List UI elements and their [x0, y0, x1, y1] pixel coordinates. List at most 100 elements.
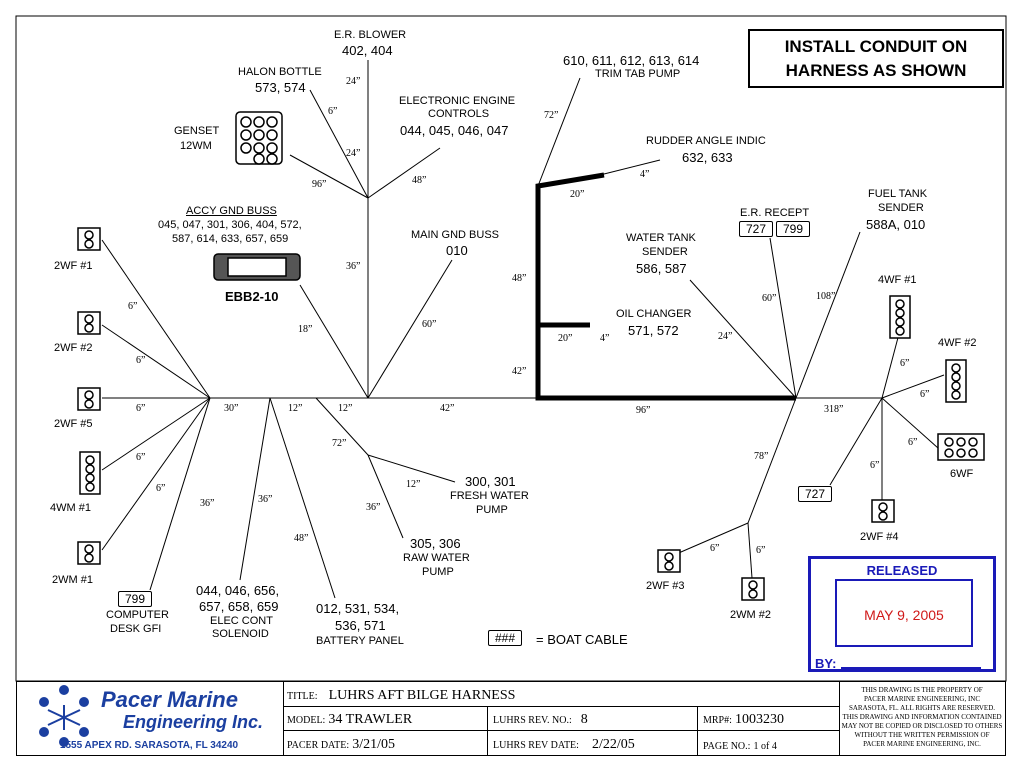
company-address: 1555 APEX RD. SARASOTA, FL 34240 [59, 740, 239, 751]
len: 42” [440, 403, 455, 414]
property-line: THIS DRAWING IS THE PROPERTY OF [861, 686, 983, 694]
eec-label-2: CONTROLS [428, 108, 490, 120]
fuel-label-2: SENDER [878, 202, 924, 214]
oil-pins: 571, 572 [628, 323, 679, 338]
model-label: MODEL: [287, 715, 326, 726]
len: 318” [824, 404, 844, 415]
len: 6” [920, 389, 930, 400]
len: 12” [406, 479, 421, 490]
len: 42” [512, 366, 527, 377]
len: 20” [558, 333, 573, 344]
property-line: THIS DRAWING AND INFORMATION CONTAINED [842, 713, 1002, 721]
tb-divider [697, 706, 698, 755]
oil-label: OIL CHANGER [616, 308, 692, 320]
trim-pins: 610, 611, 612, 613, 614 [563, 53, 700, 68]
accy-line-1: 045, 047, 301, 306, 404, 572, [158, 219, 302, 231]
conn-2wm1: 2WM #1 [52, 574, 93, 586]
fuel-pins: 588A, 010 [866, 217, 926, 232]
mrp-label: MRP#: [703, 715, 732, 726]
page-value: 1 of 4 [753, 741, 777, 752]
tb-divider [839, 682, 840, 755]
conn-4wf1: 4WF #1 [878, 274, 917, 286]
len: 78” [754, 451, 769, 462]
pdate-label: PACER DATE: [287, 740, 350, 751]
connector-shapes [77, 111, 985, 601]
len: 6” [908, 437, 918, 448]
len: 4” [600, 333, 610, 344]
genset-pins: 12WM [180, 140, 212, 152]
computer-label-1: COMPUTER [106, 609, 169, 621]
rev-label: LUHRS REV. NO.: [493, 715, 572, 726]
len: 6” [900, 358, 910, 369]
conn-2wf3: 2WF #3 [646, 580, 685, 592]
model-value: 34 TRAWLER [328, 712, 413, 727]
install-note: INSTALL CONDUIT ON HARNESS AS SHOWN [748, 29, 1004, 88]
tb-divider [487, 706, 488, 755]
raw-label-2: PUMP [422, 566, 454, 578]
er-recept-label: E.R. RECEPT [740, 207, 810, 219]
conn-727-box: 727 [798, 486, 833, 502]
len: 72” [544, 110, 559, 121]
conn-2wf2: 2WF #2 [54, 342, 93, 354]
len: 6” [136, 452, 146, 463]
len: 6” [328, 106, 338, 117]
main-gnd-pins: 010 [446, 243, 468, 258]
boat-cable-box: ### [488, 630, 523, 646]
property-line: WITHOUT THE WRITTEN PERMISSION OF [854, 731, 990, 739]
eec-pins: 044, 045, 046, 047 [400, 123, 509, 138]
released-header: RELEASED [866, 563, 938, 578]
rev-value: 8 [580, 712, 588, 727]
pacer-logo [39, 685, 89, 747]
len: 6” [136, 403, 146, 414]
rdate-label: LUHRS REV DATE: [493, 740, 579, 751]
er-blower-pins: 402, 404 [342, 43, 393, 58]
len: 6” [710, 543, 720, 554]
len: 96” [636, 405, 651, 416]
conn-4wm1: 4WM #1 [50, 502, 91, 514]
boat-cable-text: = BOAT CABLE [536, 632, 628, 647]
raw-label-1: RAW WATER [403, 552, 470, 564]
released-by-label: BY: [815, 656, 837, 671]
conn-2wf5: 2WF #5 [54, 418, 93, 430]
property-line: MAY NOT BE COPIED OR DISCLOSED TO OTHERS [841, 722, 1003, 730]
note-line-1: INSTALL CONDUIT ON [784, 37, 968, 56]
len: 4” [640, 169, 650, 180]
company-name-2: Engineering Inc. [123, 712, 264, 732]
rudder-pins: 632, 633 [682, 150, 733, 165]
title-block: TITLE: LUHRS AFT BILGE HARNESS MODEL: 34… [16, 681, 1006, 756]
len: 48” [512, 273, 527, 284]
conn-4wf2: 4WF #2 [938, 337, 977, 349]
len: 12” [338, 403, 353, 414]
title-label: TITLE: [287, 691, 318, 702]
rdate-value: 2/22/05 [592, 737, 635, 752]
len: 24” [346, 76, 361, 87]
battery-line-1: 012, 531, 534, [316, 601, 400, 616]
len: 72” [332, 438, 347, 449]
fuel-label-1: FUEL TANK [868, 188, 928, 200]
trim-label: TRIM TAB PUMP [595, 68, 681, 80]
len: 6” [870, 460, 880, 471]
pdate-value: 3/21/05 [352, 737, 395, 752]
company-name-1: Pacer Marine [101, 687, 238, 712]
property-note: THIS DRAWING IS THE PROPERTY OF PACER MA… [838, 686, 1006, 749]
len: 60” [422, 319, 437, 330]
water-label-2: SENDER [642, 246, 688, 258]
fresh-label-2: PUMP [476, 504, 508, 516]
company-block: Pacer Marine Engineering Inc. 1555 APEX … [16, 681, 282, 756]
released-stamp: RELEASED MAY 9, 2005 BY: [808, 556, 996, 672]
genset-label: GENSET [174, 125, 220, 137]
tb-divider [283, 682, 284, 755]
halon-label: HALON BOTTLE [238, 66, 322, 78]
len: 20” [570, 189, 585, 200]
tb-row-line [283, 706, 839, 707]
computer-label-2: DESK GFI [110, 623, 162, 635]
len: 6” [136, 355, 146, 366]
halon-pins: 573, 574 [255, 80, 306, 95]
elec-cont-label-1: ELEC CONT [210, 615, 273, 627]
len: 36” [258, 494, 273, 505]
len: 6” [156, 483, 166, 494]
er-recept-box-2: 799 [776, 221, 811, 237]
fresh-label-1: FRESH WATER [450, 490, 529, 502]
title-value: LUHRS AFT BILGE HARNESS [328, 688, 516, 703]
mrp-value: 1003230 [734, 712, 784, 727]
